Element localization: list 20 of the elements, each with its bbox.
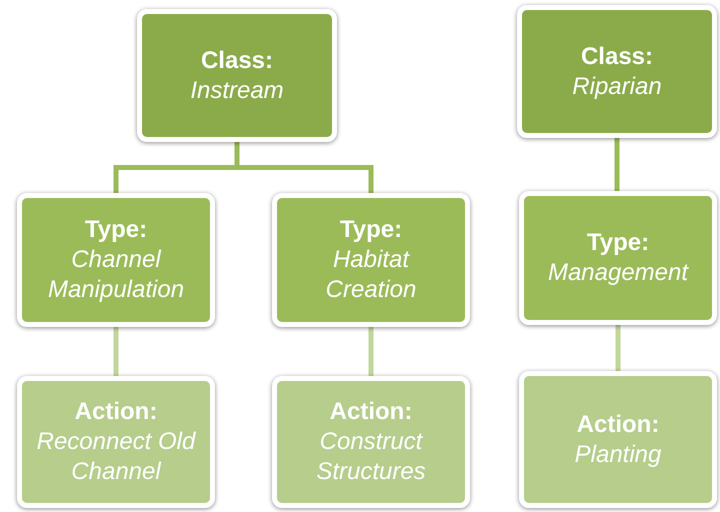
node-heading: Action: [330,397,412,427]
node-label: Construct Structures [315,427,427,487]
node-label: Riparian [572,72,662,102]
node-label: Instream [190,76,284,106]
connector-line [616,325,620,371]
connector-line [368,327,374,376]
node-heading: Class: [580,42,654,72]
connector-line [114,327,118,376]
node-heading: Type: [84,215,148,245]
node-label: Channel Manipulation [46,245,186,305]
node-label: Planting [574,440,662,470]
node-label: Reconnect Old Channel [36,427,197,487]
node-label: Habitat Creation [324,245,418,305]
node-heading: Type: [340,215,402,245]
node-heading: Action: [74,397,158,427]
node-heading: Action: [576,410,660,440]
connector-line [614,138,620,191]
node-label: Management [548,258,688,288]
node-heading: Type: [586,228,650,258]
node-heading: Class: [200,46,274,76]
